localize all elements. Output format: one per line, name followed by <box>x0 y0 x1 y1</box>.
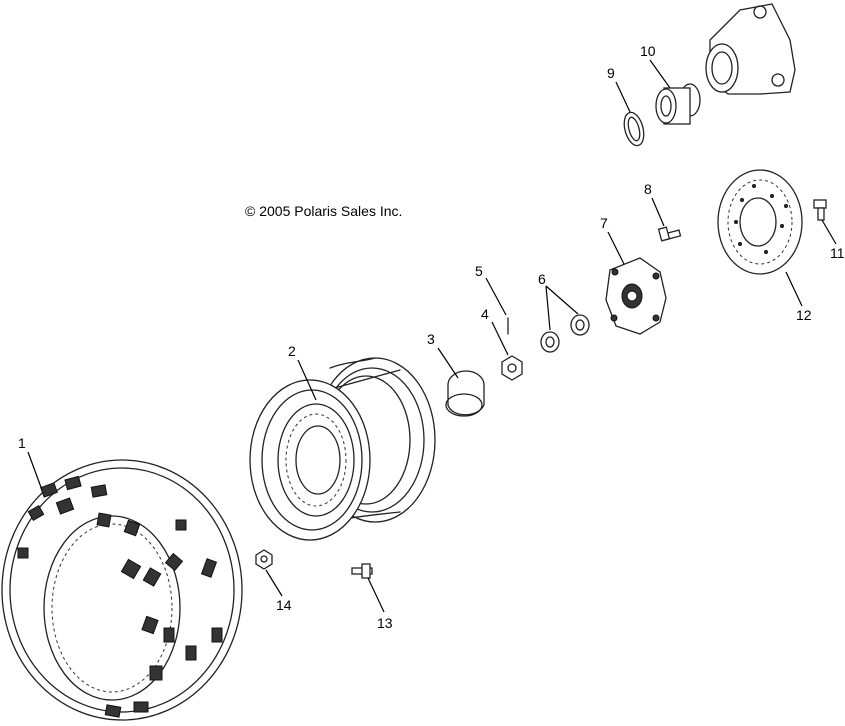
part-castle-nut <box>501 355 523 381</box>
callout-14: 14 <box>276 597 292 613</box>
part-brake-disc-bolt <box>813 199 827 221</box>
part-wheel-rim <box>249 357 436 541</box>
part-washers <box>540 314 590 353</box>
callout-12: 12 <box>796 307 812 323</box>
callout-4: 4 <box>481 306 489 322</box>
part-bearing <box>655 83 701 125</box>
callout-3: 3 <box>427 331 435 347</box>
part-brake-disc <box>717 169 803 275</box>
callout-2: 2 <box>288 343 296 359</box>
copyright-text: © 2005 Polaris Sales Inc. <box>245 203 402 219</box>
callout-6: 6 <box>538 271 546 287</box>
part-lug-nut <box>255 549 273 570</box>
leader-lines <box>27 59 837 613</box>
callout-1: 1 <box>18 435 26 451</box>
callout-numbers: 1 2 3 4 5 6 7 8 9 10 11 12 13 14 <box>18 43 845 631</box>
callout-13: 13 <box>377 615 393 631</box>
callout-11: 11 <box>830 245 845 261</box>
callout-7: 7 <box>600 215 608 231</box>
part-hub <box>605 257 667 335</box>
part-tire <box>1 459 243 721</box>
callout-5: 5 <box>475 263 483 279</box>
callout-9: 9 <box>607 65 615 81</box>
part-hub-cap <box>445 370 485 417</box>
callout-10: 10 <box>640 43 656 59</box>
part-wheel-stud <box>657 226 682 242</box>
part-valve-stem <box>351 563 373 579</box>
part-seal <box>623 111 645 147</box>
callout-8: 8 <box>644 181 652 197</box>
part-knuckle <box>705 3 796 95</box>
